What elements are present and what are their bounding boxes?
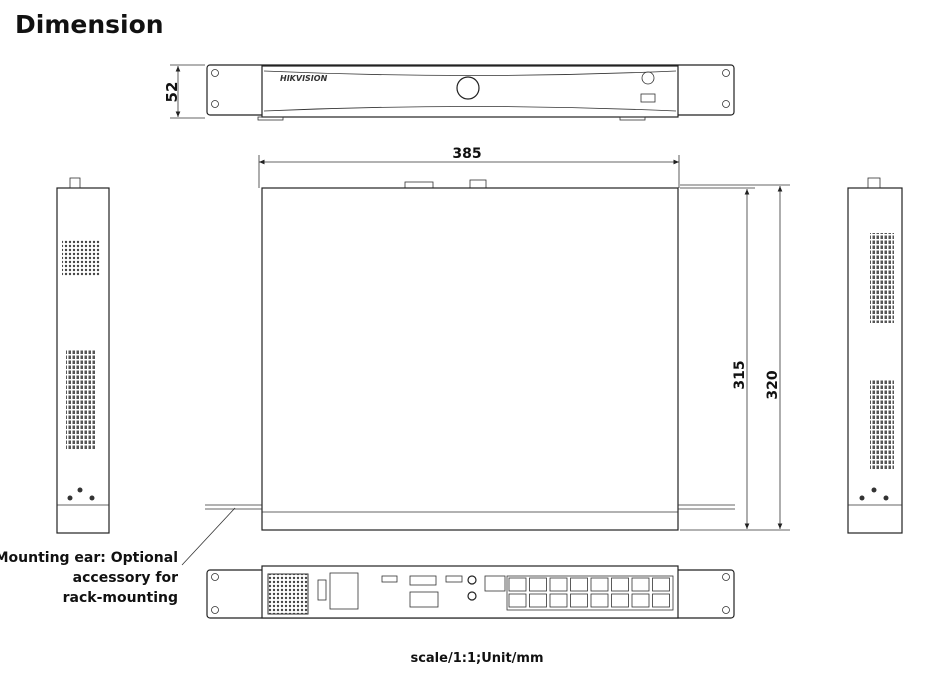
rj45-port-icon <box>590 593 609 608</box>
rj45-port-icon <box>549 593 568 608</box>
front-view: HIKVISION 52 <box>163 64 735 121</box>
rj45-port-icon <box>549 577 568 592</box>
audio-out-icon <box>467 575 477 585</box>
rj45-port-icon <box>631 593 650 608</box>
rj45-port-icon <box>652 593 670 608</box>
rj45-port-icon <box>631 577 650 592</box>
mounting-ear-note: Mounting ear: Optional accessory for rac… <box>0 507 236 606</box>
rj45-port-icon <box>590 577 609 592</box>
alarm-terminal-icon <box>409 591 439 608</box>
note-line-3: rack-mounting <box>63 590 178 606</box>
rj45-port-icon <box>611 593 629 608</box>
lan-port-icon <box>484 575 506 592</box>
poe-ports <box>506 575 674 611</box>
indicator-icon <box>641 71 655 85</box>
top-view: 385 315 320 <box>205 146 790 531</box>
rj45-port-icon <box>570 577 588 592</box>
note-line-2: accessory for <box>73 570 178 586</box>
rear-view <box>206 565 735 619</box>
rj45-port-icon <box>529 577 547 592</box>
hdmi-port-icon <box>445 575 463 583</box>
rj45-port-icon <box>529 593 547 608</box>
rj45-port-icon <box>508 577 527 592</box>
height-dimension-label: 52 <box>163 82 181 103</box>
right-side-view <box>847 177 903 534</box>
rj45-port-icon <box>570 593 588 608</box>
fan-icon <box>267 573 309 615</box>
scale-label: scale/1:1;Unit/mm <box>410 651 543 666</box>
usb-port-icon <box>640 93 656 103</box>
power-switch-icon <box>317 579 327 601</box>
rj45-port-icon <box>508 593 527 608</box>
power-socket-icon <box>329 572 359 610</box>
rj45-port-icon <box>652 577 670 592</box>
width-dimension-label: 385 <box>452 146 481 162</box>
vga-port-icon <box>409 575 437 586</box>
usb-port-icon <box>381 575 398 583</box>
depth-total-dimension-label: 320 <box>765 370 781 399</box>
power-button-icon <box>456 76 480 100</box>
audio-in-icon <box>467 591 477 601</box>
left-side-view <box>56 177 110 534</box>
depth-body-dimension-label: 315 <box>732 360 748 389</box>
brand-logo: HIKVISION <box>280 74 328 83</box>
page-title: Dimension <box>15 10 164 39</box>
rj45-port-icon <box>611 577 629 592</box>
note-line-1: Mounting ear: Optional <box>0 550 178 566</box>
